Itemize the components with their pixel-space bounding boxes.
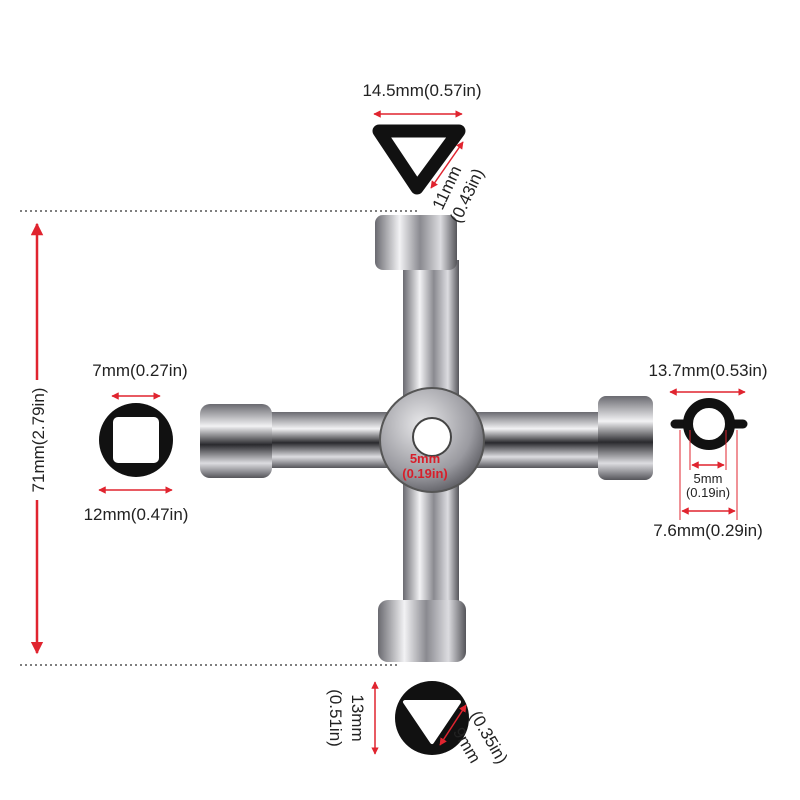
bottom-outer-in: (0.51in) [326, 689, 345, 747]
right-ring-inner-in: (0.19in) [686, 485, 730, 500]
center-hole-in: (0.19in) [402, 466, 448, 481]
right-ring-width-label: 7.6mm(0.29in) [653, 521, 763, 540]
right-ring-outer-label: 13.7mm(0.53in) [648, 361, 767, 380]
bottom-inner-arrow [439, 704, 467, 746]
bottom-outer-mm: 13mm [348, 694, 367, 741]
ring-socket-shape [670, 398, 748, 450]
cross-key-image [200, 215, 653, 662]
top-triangle-side-arrow [430, 141, 464, 189]
left-square-outer-label: 12mm(0.47in) [84, 505, 189, 524]
top-triangle-width-label: 14.5mm(0.57in) [362, 81, 481, 100]
left-square-inner-label: 7mm(0.27in) [92, 361, 187, 380]
overall-length-label: 71mm(2.79in) [29, 388, 48, 493]
center-hole-mm: 5mm [410, 451, 440, 466]
right-ring-inner-mm: 5mm [694, 471, 723, 486]
